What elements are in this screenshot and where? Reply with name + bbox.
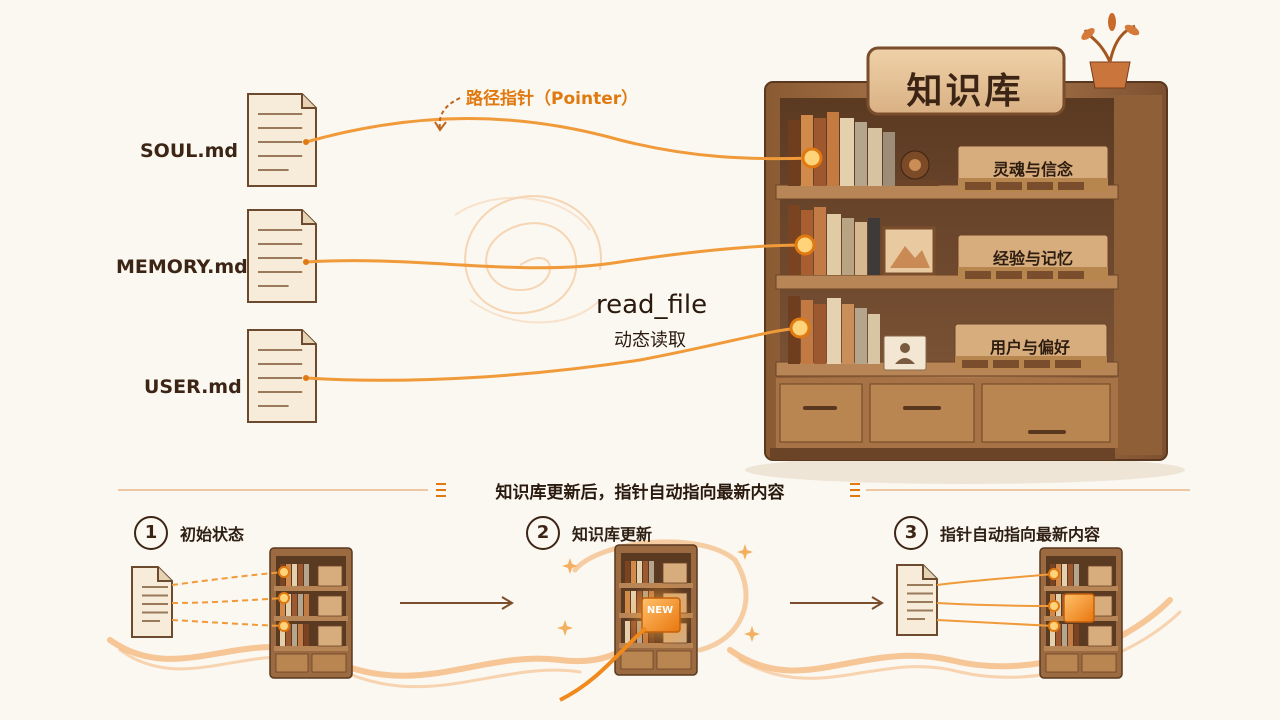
divider-line	[118, 483, 1190, 497]
pointer-line-soul	[305, 117, 813, 161]
sign-board	[866, 46, 1066, 116]
books-shelf-1	[788, 112, 939, 186]
pointer-endpoints	[303, 139, 823, 381]
divider-caption: 知识库更新后，指针自动指向最新内容	[495, 483, 785, 503]
document-icon-memory	[247, 209, 317, 303]
step-1-label: 初始状态	[180, 525, 245, 544]
sparkle-icon	[744, 626, 760, 642]
file-label-user: USER.md	[144, 376, 242, 398]
shelf-label-3: 用户与偏好	[989, 338, 1070, 357]
step-2-label: 知识库更新	[572, 525, 653, 544]
step-1-number: 1	[134, 516, 168, 550]
pointer-line-user	[305, 326, 801, 382]
pointer-lines	[305, 117, 813, 382]
new-cube	[559, 581, 694, 702]
bookshelf-sign: 知识库	[906, 71, 1024, 112]
step-3-number: 3	[894, 516, 928, 550]
file-label-soul: SOUL.md	[140, 140, 238, 162]
step-3-label: 指针自动指向最新内容	[940, 525, 1101, 544]
document-icons	[247, 93, 317, 423]
file-label-memory: MEMORY.md	[116, 256, 248, 278]
pointer-hint-arrow	[438, 97, 461, 129]
pointer-line-memory	[305, 243, 806, 270]
swirl-decoration	[454, 195, 602, 324]
shelf-box-1	[957, 145, 1109, 192]
books-shelf-3	[788, 296, 927, 371]
shelf-label-1: 灵魂与信念	[992, 160, 1073, 179]
mini-document-3	[896, 564, 938, 636]
read-file-annotation: read_file	[596, 290, 708, 320]
shelf-label-2: 经验与记忆	[992, 249, 1073, 268]
shelf-box-3	[954, 323, 1108, 370]
pointer-annotation: 路径指针（Pointer）	[466, 89, 639, 109]
mini-scenes	[131, 544, 1123, 702]
read-file-subtitle: 动态读取	[614, 330, 686, 351]
mini-document-1	[131, 566, 173, 638]
step-1-links	[171, 571, 285, 627]
sparkle-icon	[557, 620, 573, 636]
document-icon-soul	[247, 93, 317, 187]
books-shelf-2	[788, 205, 936, 276]
plant-icon	[1081, 13, 1140, 89]
sparkle-icon	[562, 558, 578, 574]
document-icon-user	[247, 329, 317, 423]
shelf-box-2	[957, 234, 1109, 281]
step-arrows	[400, 596, 884, 610]
bookshelf-large	[745, 13, 1185, 484]
sparkle-icon	[737, 544, 753, 560]
new-cube-placed	[1063, 593, 1095, 623]
step-3-links	[936, 573, 1055, 627]
step-2-number: 2	[526, 516, 560, 550]
